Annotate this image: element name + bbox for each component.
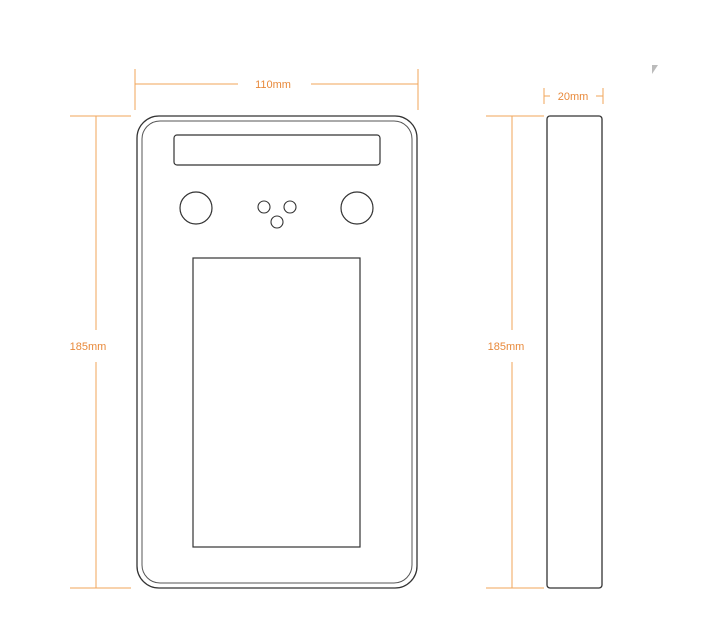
- side-body: [546, 115, 603, 589]
- front-inner-bezel: [141, 120, 413, 584]
- front-outer-body: [136, 115, 418, 589]
- front-view: [136, 115, 418, 589]
- front-width-label: 110mm: [255, 79, 291, 91]
- corner-mark: [652, 65, 658, 74]
- side-view: [546, 115, 603, 589]
- sensor-right-icon: [283, 200, 297, 214]
- left-camera-icon: [179, 191, 213, 225]
- sensor-left-icon: [257, 200, 271, 214]
- display-screen: [192, 257, 361, 548]
- sensor-bottom-icon: [270, 215, 284, 229]
- dimension-side-depth: [543, 88, 604, 104]
- dimension-side-height: [486, 115, 544, 589]
- dimension-front-width: [134, 69, 419, 110]
- side-depth-label: 20mm: [558, 91, 589, 103]
- light-bar: [173, 134, 381, 166]
- right-camera-icon: [340, 191, 374, 225]
- dimension-front-height: [70, 115, 131, 589]
- front-height-label: 185mm: [70, 341, 107, 353]
- side-height-label: 185mm: [488, 341, 525, 353]
